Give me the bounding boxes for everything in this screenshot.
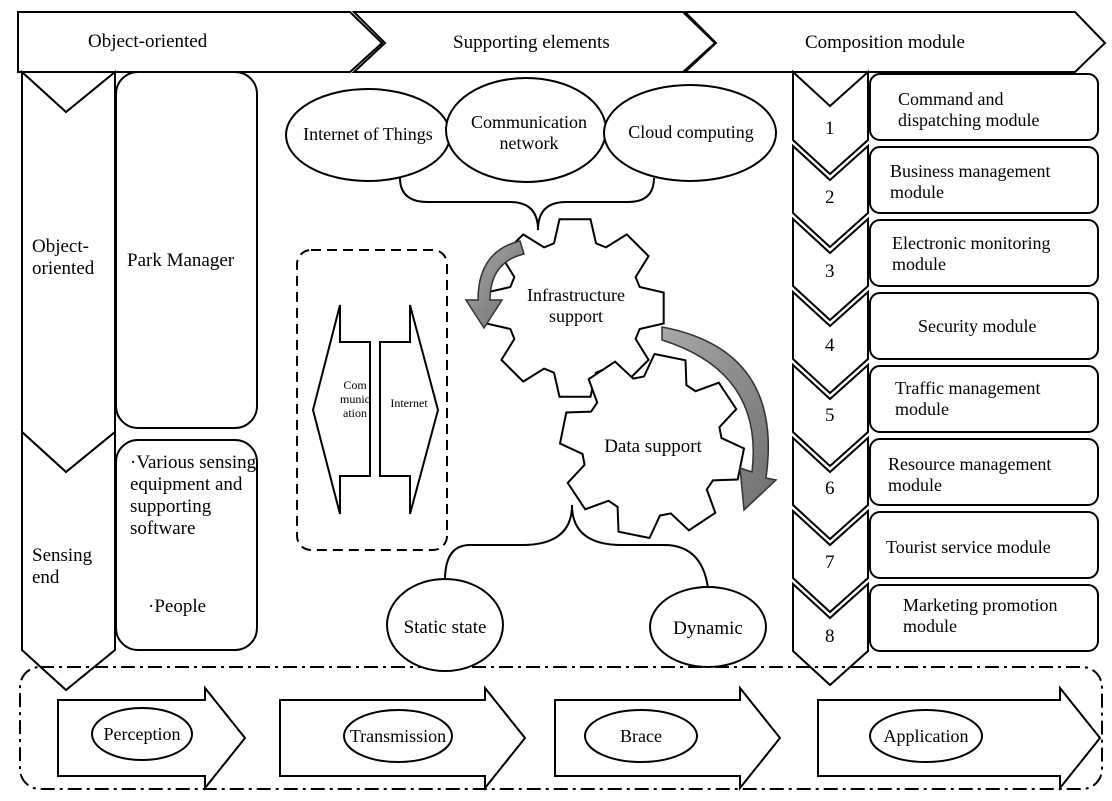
module-box-8	[869, 584, 1099, 652]
module-number-2: 2	[825, 187, 835, 208]
sensing-items-box	[115, 439, 258, 651]
module-box-2	[869, 146, 1099, 214]
module-label-7: Tourist service module	[886, 537, 1051, 557]
oval-label-internet-of-things: Internet of Things	[303, 124, 433, 144]
oval-static-state	[386, 578, 504, 672]
module-box-7	[869, 511, 1099, 579]
module-label-4: Security module	[918, 316, 1037, 336]
curved-arrow-right	[661, 326, 778, 512]
label-static-state: Static state	[403, 617, 487, 638]
module-box-6	[869, 438, 1099, 506]
curved-arrow-left	[464, 240, 525, 330]
module-label-8: Marketing promotion module	[903, 595, 1058, 636]
gear-label-data: Data support	[604, 436, 702, 457]
module-chevron-7	[792, 508, 869, 614]
oval-cloud-computing	[603, 84, 777, 182]
sensing-item-equipment: ·Various sensing equipment and supportin…	[130, 452, 257, 539]
oval-dynamic	[649, 586, 767, 668]
communication-dashed-box	[296, 249, 448, 551]
module-label-5: Traffic management module	[895, 378, 1041, 419]
module-label-3: Electronic monitoring module	[892, 233, 1051, 274]
footer-oval-perception	[91, 707, 193, 761]
footer-label-application: Application	[883, 726, 969, 746]
module-number-7: 7	[825, 552, 835, 573]
branch-lines	[444, 504, 709, 589]
label-dynamic: Dynamic	[673, 618, 743, 639]
module-number-8: 8	[825, 626, 835, 647]
internet-right-arrow	[379, 304, 440, 515]
module-number-3: 3	[825, 261, 835, 282]
footer-label-transmission: Transmission	[349, 726, 447, 746]
module-label-6: Resource management module	[888, 454, 1052, 495]
module-chevron-1	[792, 69, 869, 176]
module-number-5: 5	[825, 405, 835, 426]
gear-label-infrastructure: Infrastructure support	[527, 285, 625, 326]
footer-label-perception: Perception	[103, 724, 181, 744]
module-box-5	[869, 365, 1099, 433]
footer-dashdot-box	[19, 666, 1103, 790]
module-chevron-8	[792, 581, 869, 687]
module-chevron-3	[792, 216, 869, 322]
module-number-4: 4	[825, 335, 835, 356]
module-label-1: Command and dispatching module	[898, 89, 1040, 130]
module-chevron-5	[792, 362, 869, 468]
header-label-composition-module: Composition module	[805, 32, 965, 53]
sensing-item-people: ·People	[148, 596, 207, 617]
header-label-object-oriented: Object-oriented	[88, 31, 208, 52]
footer-oval-brace	[584, 709, 698, 763]
module-chevron-6	[792, 435, 869, 541]
park-manager-box	[115, 71, 258, 429]
header-chevron-3	[682, 11, 1107, 73]
module-box-1	[869, 73, 1099, 141]
module-box-3	[869, 219, 1099, 287]
data-support-gear	[558, 352, 746, 540]
arrow-label-communication: Communication	[340, 378, 370, 420]
infrastructure-gear	[485, 218, 665, 398]
module-chevron-4	[792, 289, 869, 395]
communication-left-arrow	[311, 304, 371, 515]
module-label-2: Business management module	[890, 161, 1051, 202]
footer-label-brace: Brace	[620, 726, 662, 746]
module-number-6: 6	[825, 478, 835, 499]
left-chevron-sensing-end	[21, 429, 116, 692]
left-label-sensing-end: Sensing end	[32, 545, 93, 588]
brace-connector	[399, 177, 655, 231]
header-chevron-1	[17, 11, 384, 73]
footer-oval-transmission	[343, 709, 453, 763]
header-chevron-2	[351, 11, 717, 73]
arrow-label-internet: Internet	[390, 396, 428, 410]
module-number-1: 1	[825, 118, 835, 139]
module-box-4	[869, 292, 1099, 360]
header-label-supporting-elements: Supporting elements	[453, 32, 610, 53]
park-manager-label: Park Manager	[127, 250, 235, 271]
oval-label-communication-network: Communication network	[471, 112, 587, 153]
footer-oval-application	[869, 709, 983, 763]
left-label-object-oriented: Object-oriented	[32, 236, 95, 279]
oval-label-cloud-computing: Cloud computing	[628, 122, 754, 142]
module-chevron-2	[792, 143, 869, 249]
